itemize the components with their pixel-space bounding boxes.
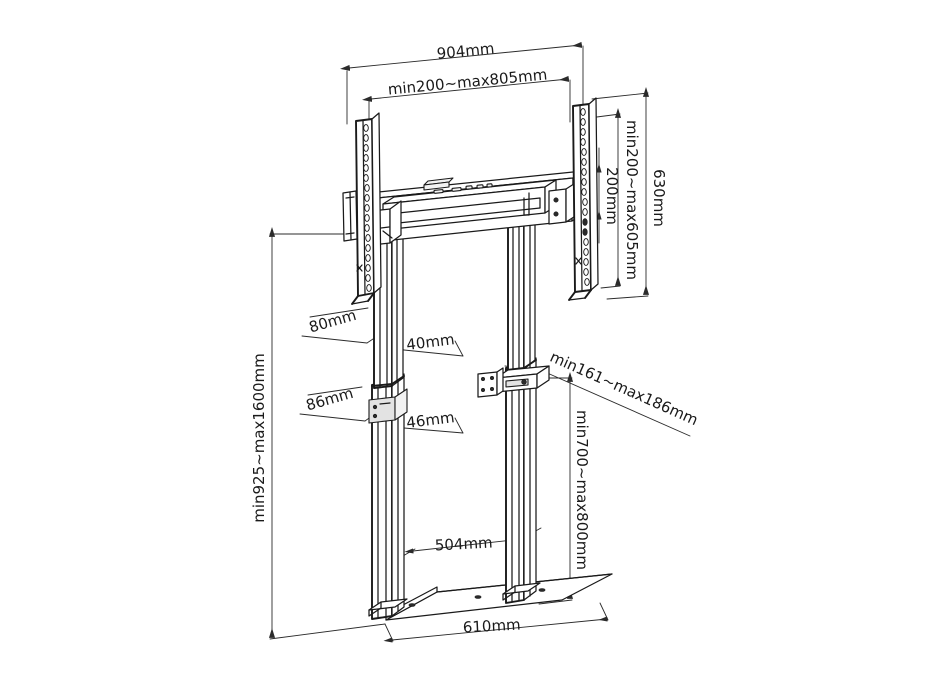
label-column-spacing: 504mm — [434, 534, 493, 555]
vesa-rail-right-holes — [580, 108, 590, 286]
label-total-height: min925~max1600mm — [250, 353, 268, 523]
label-vesa-pitch: 200mm — [603, 167, 621, 225]
base-plate — [385, 573, 613, 621]
column-right — [502, 215, 541, 604]
label-base-width: 610mm — [462, 616, 521, 637]
rail-latch-left — [356, 264, 363, 272]
label-bracket-height: 630mm — [650, 169, 668, 227]
dimension-bracket-height — [591, 87, 650, 300]
accessory-bracket — [477, 365, 550, 398]
label-vesa-vertical: min200~max605mm — [623, 120, 641, 280]
vesa-rail-left-holes — [363, 124, 372, 292]
label-overall-width: 904mm — [436, 39, 495, 62]
dimension-base-width — [383, 602, 609, 643]
mount-chassis — [367, 170, 584, 231]
label-column-width-lower: 46mm — [405, 408, 455, 432]
dimension-overall-width — [340, 41, 584, 125]
rail-latch-right — [575, 257, 582, 265]
label-column-width-upper: 40mm — [405, 330, 455, 354]
vesa-rail-left — [342, 112, 382, 305]
label-shelf-height: min700~max800mm — [573, 410, 591, 570]
vesa-rail-right — [568, 97, 599, 301]
